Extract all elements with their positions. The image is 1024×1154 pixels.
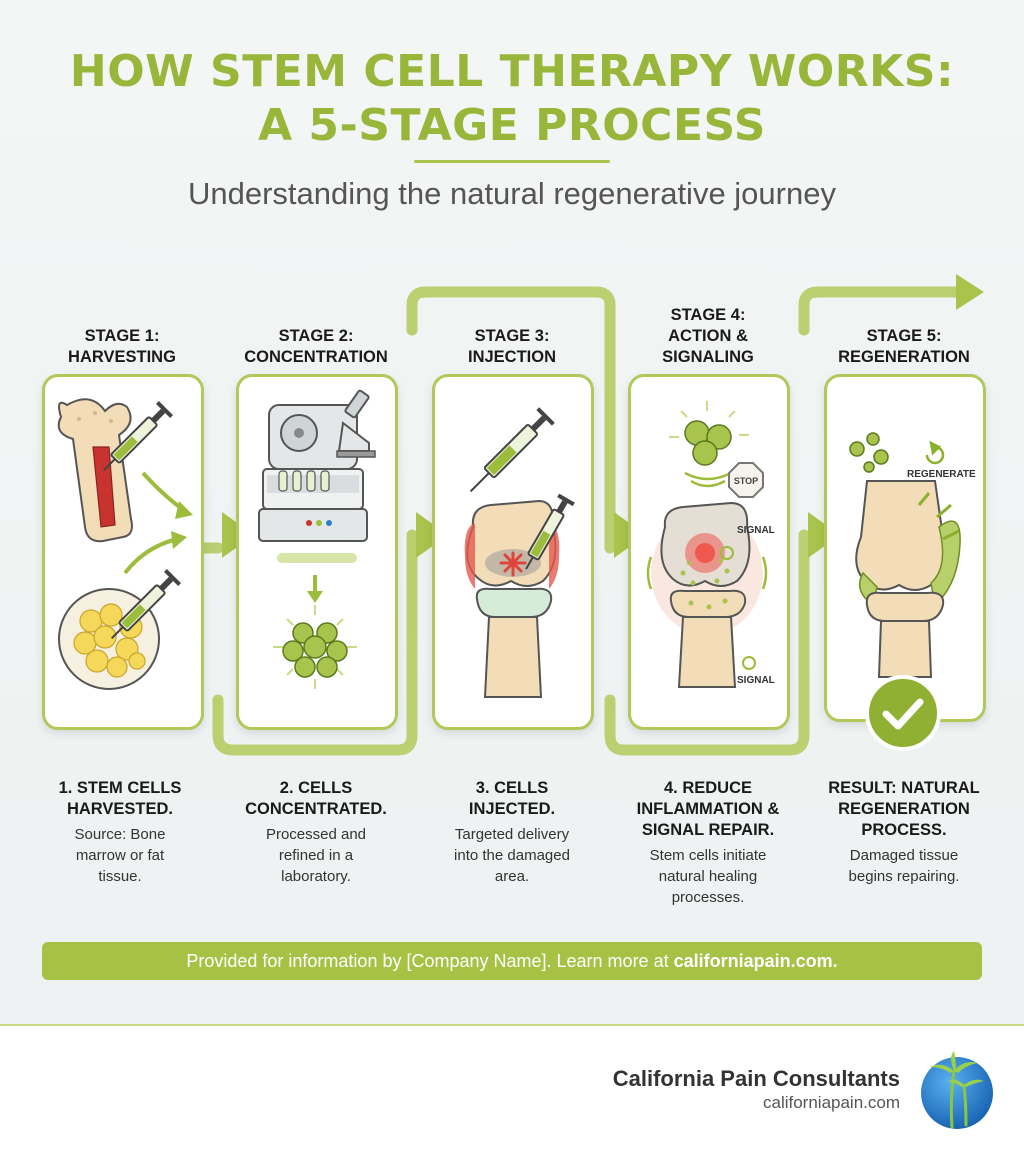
stage-5-caption: RESULT: NATURAL REGENERATION PROCESS. Da… [828, 779, 980, 885]
stage-2-caption: 2. CELLS CONCENTRATED. Processed and ref… [245, 779, 387, 885]
infographic: HOW STEM CELL THERAPY WORKS: A 5-STAGE P… [0, 0, 1024, 1026]
footer-bar: Provided for information by [Company Nam… [42, 942, 982, 980]
fat-tissue-icon [58, 588, 160, 690]
regenerate-label: REGENERATE [907, 469, 976, 480]
stage-5-panel: REGENERATE [824, 374, 986, 722]
centrifuge-icon [258, 404, 368, 542]
stage-3-title: STAGE 3: INJECTION [467, 327, 556, 366]
stage-2-panel [236, 374, 398, 730]
brand-url[interactable]: californiapain.com [762, 1093, 900, 1112]
syringe-icon [525, 493, 575, 570]
syringe-icon [469, 407, 555, 493]
syringe-icon [102, 401, 173, 472]
stage-1-title: STAGE 1: HARVESTING [68, 327, 176, 366]
stem-cell-icon [669, 401, 749, 488]
stop-label: STOP [734, 476, 758, 486]
arrow-end [956, 274, 984, 310]
syringe-icon [110, 569, 181, 640]
cell-cluster-icon [273, 605, 357, 689]
signal-label-top: SIGNAL [737, 525, 775, 536]
stage-2-title: STAGE 2: CONCENTRATION [244, 327, 388, 366]
inflamed-knee-icon [646, 501, 768, 688]
title-divider [414, 160, 610, 163]
regenerate-icon [925, 440, 945, 465]
brand-name: California Pain Consultants [612, 1066, 900, 1091]
stage-4-caption: 4. REDUCE INFLAMMATION & SIGNAL REPAIR. … [636, 779, 780, 906]
footer-link[interactable]: californiapain.com. [673, 951, 838, 971]
healed-knee-icon [855, 480, 961, 678]
stage-4-title: STAGE 4: ACTION & SIGNALING [662, 306, 754, 366]
page-title-line-1: HOW STEM CELL THERAPY WORKS: [69, 46, 955, 97]
page-title-line-2: A 5-STAGE PROCESS [258, 100, 766, 151]
signal-label-bottom: SIGNAL [737, 675, 775, 686]
knee-joint-icon [464, 499, 560, 698]
page-subtitle: Understanding the natural regenerative j… [188, 176, 836, 211]
stage-5-title: STAGE 5: REGENERATION [838, 327, 970, 366]
section-divider [0, 1024, 1024, 1026]
stage-3-caption: 3. CELLS INJECTED. Targeted delivery int… [454, 779, 570, 885]
checkmark-icon [865, 675, 941, 751]
stop-sign-icon: STOP [728, 462, 764, 498]
stage-3-panel [432, 374, 594, 730]
footer-text: Provided for information by [Company Nam… [186, 951, 674, 971]
stage-1-caption: 1. STEM CELLS HARVESTED. Source: Bone ma… [58, 779, 182, 885]
bone-icon [57, 398, 133, 543]
palm-tree-logo-icon [921, 1051, 993, 1129]
microscope-icon [336, 389, 376, 458]
stage-4-panel: STOP SIGNAL SIGNAL [628, 374, 790, 730]
stage-1-panel [42, 374, 204, 730]
